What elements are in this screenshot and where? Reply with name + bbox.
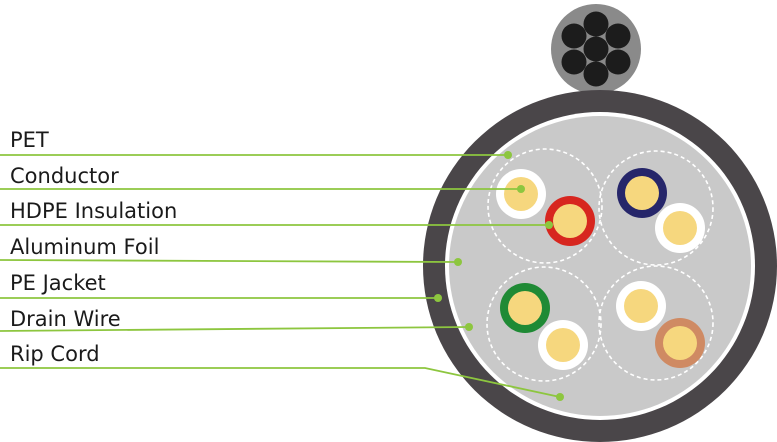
conductor-core [663, 211, 697, 245]
pair-boundary [486, 266, 602, 382]
messenger-wire [551, 4, 641, 94]
pair-boundary [487, 148, 603, 264]
leader-line-foil [0, 259, 459, 263]
leader-line-rip [0, 367, 561, 398]
label-rip-cord: Rip Cord [10, 342, 100, 366]
label-hdpe-insulation: HDPE Insulation [10, 199, 177, 223]
conductor-core [508, 291, 542, 325]
pet-filler [449, 116, 751, 416]
label-aluminum-foil: Aluminum Foil [10, 235, 159, 259]
conductor-core [624, 289, 658, 323]
messenger-strand [583, 11, 609, 37]
leader-dot [434, 294, 442, 302]
pair-boundary [598, 265, 714, 381]
label-drain-wire: Drain Wire [10, 307, 121, 331]
conductor-core [553, 204, 587, 238]
messenger-strand [605, 49, 631, 75]
messenger-strand [561, 23, 587, 49]
leader-dot [454, 258, 462, 266]
messenger-strand [583, 61, 609, 87]
label-pet: PET [10, 128, 49, 152]
leader-dot [545, 221, 553, 229]
main-cable [423, 90, 777, 442]
leader-dot [517, 185, 525, 193]
label-conductor: Conductor [10, 164, 119, 188]
conductor-core [504, 177, 538, 211]
label-pe-jacket: PE Jacket [10, 271, 106, 295]
leader-dot [556, 393, 564, 401]
pair-boundary [598, 150, 714, 266]
conductor-core [663, 326, 697, 360]
leader-line-drain [0, 326, 470, 332]
conductor-core [546, 328, 580, 362]
leader-dot [504, 151, 512, 159]
leader-endpoints [434, 151, 564, 401]
messenger-strand [605, 23, 631, 49]
messenger-strand [583, 36, 609, 62]
labels: PET Conductor HDPE Insulation Aluminum F… [10, 128, 177, 366]
messenger-strand [561, 49, 587, 75]
leader-lines [0, 154, 561, 398]
conductor-core [625, 176, 659, 210]
leader-dot [465, 323, 473, 331]
